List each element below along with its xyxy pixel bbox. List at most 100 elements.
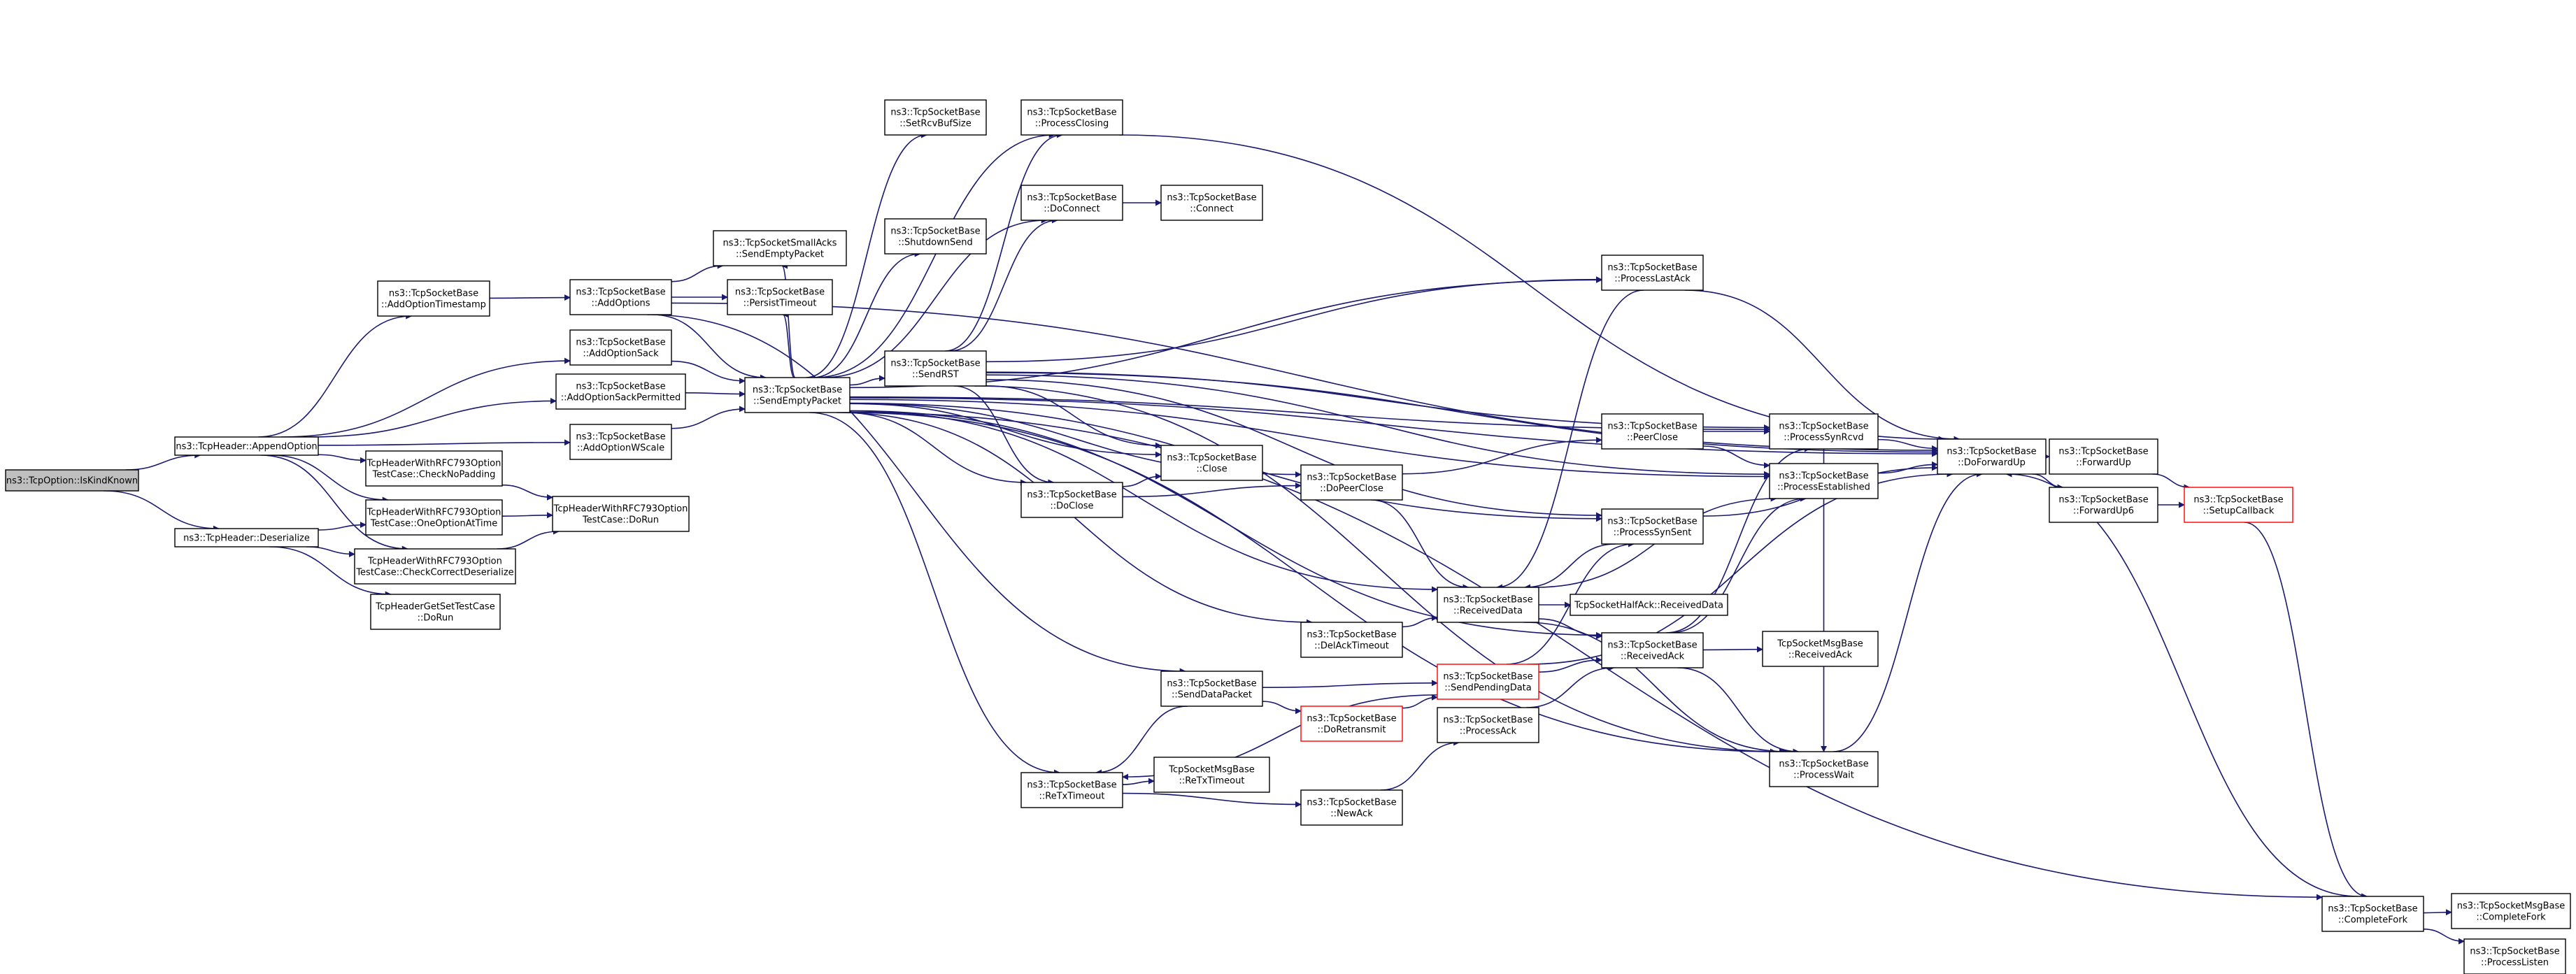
node-add-option-timestamp[interactable]: ns3::TcpSocketBase::AddOptionTimestamp <box>377 280 490 317</box>
node-send-rst[interactable]: ns3::TcpSocketBase::SendRST <box>884 350 987 387</box>
node-label: TestCase::OneOptionAtTime <box>370 519 498 529</box>
node-one-option-at-time[interactable]: TcpHeaderWithRFC793OptionTestCase::OneOp… <box>365 499 503 536</box>
node-do-retransmit[interactable]: ns3::TcpSocketBase::DoRetransmit <box>1300 706 1403 742</box>
edge-shutdownSend-to-sendEmptyPacket <box>812 250 921 378</box>
node-msg-re-tx-timeout[interactable]: TcpSocketMsgBase::ReTxTimeout <box>1153 757 1270 793</box>
node-label: ::ProcessAck <box>1460 726 1517 737</box>
node-process-established[interactable]: ns3::TcpSocketBase::ProcessEstablished <box>1769 463 1879 499</box>
node-send-pending-data[interactable]: ns3::TcpSocketBase::SendPendingData <box>1437 664 1539 700</box>
node-add-options[interactable]: ns3::TcpSocketBase::AddOptions <box>569 279 672 315</box>
node-label: ::SendPendingData <box>1444 683 1532 694</box>
node-label: TcpHeaderWithRFC793Option <box>367 557 502 567</box>
node-half-ack-received[interactable]: TcpSocketHalfAck::ReceivedData <box>1570 594 1728 616</box>
node-label: ns3::TcpSocketBase <box>576 287 665 298</box>
node-box <box>569 424 672 460</box>
edge-close-to-doClose <box>1122 473 1162 487</box>
node-label: ::SendRST <box>912 370 959 380</box>
node-send-data-packet[interactable]: ns3::TcpSocketBase::SendDataPacket <box>1160 671 1263 707</box>
edge-persistTimeout-to-sendEmptyPacket <box>782 311 795 378</box>
node-re-tx-timeout[interactable]: ns3::TcpSocketBase::ReTxTimeout <box>1020 772 1123 808</box>
node-box <box>2049 438 2158 475</box>
node-persist-timeout[interactable]: ns3::TcpSocketBase::PersistTimeout <box>727 279 833 315</box>
node-peer-close[interactable]: ns3::TcpSocketBase::PeerClose <box>1601 413 1704 450</box>
node-process-wait[interactable]: ns3::TcpSocketBase::ProcessWait <box>1769 751 1879 787</box>
edge-processClosing-to-sendRST <box>945 131 1063 352</box>
edge-doClose-to-sendRST <box>953 385 1055 486</box>
node-do-forward-up[interactable]: ns3::TcpSocketBase::DoForwardUp <box>1937 438 2047 475</box>
node-new-ack[interactable]: ns3::TcpSocketBase::NewAck <box>1300 789 1403 826</box>
node-box <box>884 99 987 136</box>
node-do-connect[interactable]: ns3::TcpSocketBase::DoConnect <box>1020 185 1123 221</box>
node-process-ack[interactable]: ns3::TcpSocketBase::ProcessAck <box>1437 707 1539 743</box>
node-process-syn-rcvd[interactable]: ns3::TcpSocketBase::ProcessSynRcvd <box>1769 413 1879 450</box>
node-setup-callback[interactable]: ns3::TcpSocketBase::SetupCallback <box>2184 487 2293 523</box>
node-label: ns3::TcpSocketBase <box>735 287 825 298</box>
node-label: ns3::TcpSocketBase <box>576 382 665 392</box>
edge-processEstablished-to-sendRST <box>985 374 1770 478</box>
node-shutdown-send[interactable]: ns3::TcpSocketBase::ShutdownSend <box>884 218 987 255</box>
node-add-option-sack-perm[interactable]: ns3::TcpSocketBase::AddOptionSackPermitt… <box>555 373 686 410</box>
node-box <box>1601 508 1704 545</box>
node-close[interactable]: ns3::TcpSocketBase::Close <box>1160 445 1263 481</box>
node-box <box>1020 185 1123 221</box>
node-msg-received-ack[interactable]: TcpSocketMsgBase::ReceivedAck <box>1762 631 1879 667</box>
node-box <box>884 350 987 387</box>
node-msg-complete-fork[interactable]: ns3::TcpSocketMsgBase::CompleteFork <box>2451 893 2571 929</box>
node-add-option-sack[interactable]: ns3::TcpSocketBase::AddOptionSack <box>569 329 672 366</box>
node-label: ns3::TcpSocketBase <box>1307 630 1396 640</box>
node-set-rcv-buf-size[interactable]: ns3::TcpSocketBase::SetRcvBufSize <box>884 99 987 136</box>
edge-sendPendingData-to-doRetransmit <box>1402 694 1438 709</box>
node-add-option-wscale[interactable]: ns3::TcpSocketBase::AddOptionWScale <box>569 424 672 460</box>
edge-receivedData-to-processLastAck <box>1495 289 1644 591</box>
node-forward-up[interactable]: ns3::TcpSocketBase::ForwardUp <box>2049 438 2158 475</box>
node-process-syn-sent[interactable]: ns3::TcpSocketBase::ProcessSynSent <box>1601 508 1704 545</box>
node-do-close[interactable]: ns3::TcpSocketBase::DoClose <box>1020 482 1123 518</box>
edge-setRcvBufSize-to-sendEmptyPacket <box>806 131 927 378</box>
node-label: ::DoRetransmit <box>1318 725 1386 736</box>
node-process-last-ack[interactable]: ns3::TcpSocketBase::ProcessLastAck <box>1601 255 1704 291</box>
node-box <box>365 499 503 536</box>
node-box <box>1762 631 1879 667</box>
edge-receivedData-to-doPeerClose <box>1371 499 1470 591</box>
node-label: ns3::TcpSocketBase <box>1307 798 1396 808</box>
node-label: ns3::TcpSocketBase <box>1607 422 1697 432</box>
node-send-empty-packet[interactable]: ns3::TcpSocketBase::SendEmptyPacket <box>744 377 851 413</box>
edge-rfcDoRun-to-checkCorrectDeser <box>497 528 560 550</box>
node-append-option[interactable]: ns3::TcpHeader::AppendOption <box>174 436 319 456</box>
node-small-acks-send-empty[interactable]: ns3::TcpSocketSmallAcks::SendEmptyPacket <box>713 230 847 266</box>
node-is-kind-known[interactable]: ns3::TcpOption::IsKindKnown <box>5 469 139 492</box>
node-label: ns3::TcpSocketBase <box>576 338 665 348</box>
node-get-set-do-run[interactable]: TcpHeaderGetSetTestCase::DoRun <box>370 594 501 630</box>
node-process-listen[interactable]: ns3::TcpSocketBase::ProcessListen <box>2463 938 2566 974</box>
edge-smallAcksSendEmpty-to-addOptions <box>671 262 724 282</box>
node-received-data[interactable]: ns3::TcpSocketBase::ReceivedData <box>1437 587 1539 623</box>
node-check-correct-deser[interactable]: TcpHeaderWithRFC793OptionTestCase::Check… <box>354 548 516 585</box>
node-deserialize[interactable]: ns3::TcpHeader::Deserialize <box>174 528 319 547</box>
node-label: ::ProcessEstablished <box>1777 482 1870 493</box>
node-label: ns3::TcpSocketBase <box>890 227 980 237</box>
node-received-ack[interactable]: ns3::TcpSocketBase::ReceivedAck <box>1601 632 1704 668</box>
edge-checkCorrectDeser-to-deserialize <box>306 546 355 558</box>
node-box <box>2463 938 2566 974</box>
node-label: ns3::TcpSocketBase <box>1167 193 1256 203</box>
edge-doForwardUp-to-sendRST <box>985 372 1938 456</box>
node-connect[interactable]: ns3::TcpSocketBase::Connect <box>1160 185 1263 221</box>
node-box <box>370 594 501 630</box>
edge-msgReTxTimeout-to-reTxTimeout <box>1122 778 1155 785</box>
node-label: TestCase::CheckNoPadding <box>372 470 496 480</box>
node-check-no-padding[interactable]: TcpHeaderWithRFC793OptionTestCase::Check… <box>365 450 503 487</box>
node-del-ack-timeout[interactable]: ns3::TcpSocketBase::DelAckTimeout <box>1300 622 1403 658</box>
node-box <box>1020 99 1123 136</box>
edge-processAck-to-newAck <box>1380 739 1460 791</box>
node-process-closing[interactable]: ns3::TcpSocketBase::ProcessClosing <box>1020 99 1123 136</box>
node-complete-fork[interactable]: ns3::TcpSocketBase::CompleteFork <box>2321 896 2424 932</box>
node-box <box>2049 487 2158 523</box>
node-do-peer-close[interactable]: ns3::TcpSocketBase::DoPeerClose <box>1300 464 1403 501</box>
node-box <box>1160 445 1263 481</box>
node-label: ::ReceivedData <box>1453 606 1523 617</box>
node-label: ::NewAck <box>1330 809 1373 819</box>
node-forward-up6[interactable]: ns3::TcpSocketBase::ForwardUp6 <box>2049 487 2158 523</box>
node-label: ns3::TcpSocketBase <box>576 432 665 443</box>
node-label: ns3::TcpSocketBase <box>890 359 980 369</box>
